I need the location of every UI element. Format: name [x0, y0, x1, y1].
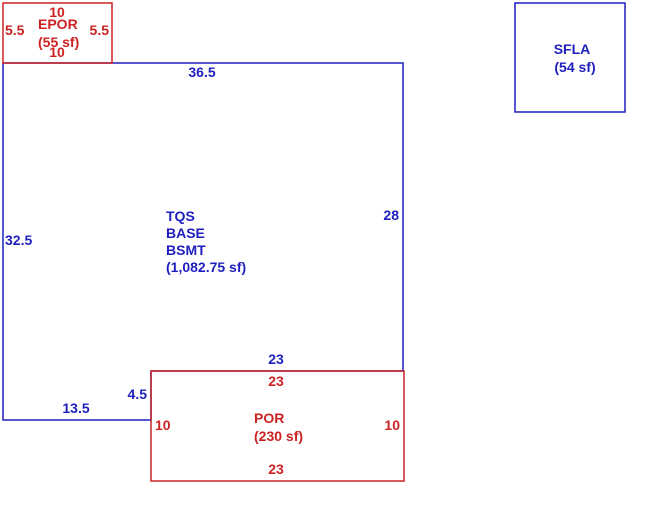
base-label-line3: BSMT: [166, 242, 206, 258]
base-dim-step: 4.5: [128, 386, 148, 402]
base-area: (1,082.75 sf): [166, 259, 246, 275]
base-dim-right: 28: [383, 207, 399, 223]
epor-area: (55 sf): [38, 34, 79, 50]
sfla-label: SFLA: [554, 41, 591, 57]
epor-outline: [2, 2, 113, 64]
base-dim-inner-top: 23: [268, 351, 284, 367]
epor-dim-top: 10: [49, 4, 65, 20]
epor-label: EPOR: [38, 16, 78, 32]
epor-dim-bottom: 10: [49, 44, 65, 60]
por-dim-right: 10: [384, 417, 400, 433]
por-outline: [150, 370, 405, 482]
sfla-outline: [514, 2, 626, 113]
por-dim-bottom: 23: [268, 461, 284, 477]
base-label-line1: TQS: [166, 208, 195, 224]
base-dim-left: 32.5: [5, 232, 32, 248]
por-area: (230 sf): [254, 428, 303, 444]
base-label-line2: BASE: [166, 225, 205, 241]
por-dim-left: 10: [155, 417, 171, 433]
por-dim-top: 23: [268, 373, 284, 389]
base-dim-top: 36.5: [188, 64, 215, 80]
sfla-area: (54 sf): [554, 59, 595, 75]
por-label: POR: [254, 410, 284, 426]
epor-dim-right: 5.5: [90, 22, 110, 38]
epor-dim-left: 5.5: [5, 22, 25, 38]
base-dim-bottom-left: 13.5: [62, 400, 89, 416]
